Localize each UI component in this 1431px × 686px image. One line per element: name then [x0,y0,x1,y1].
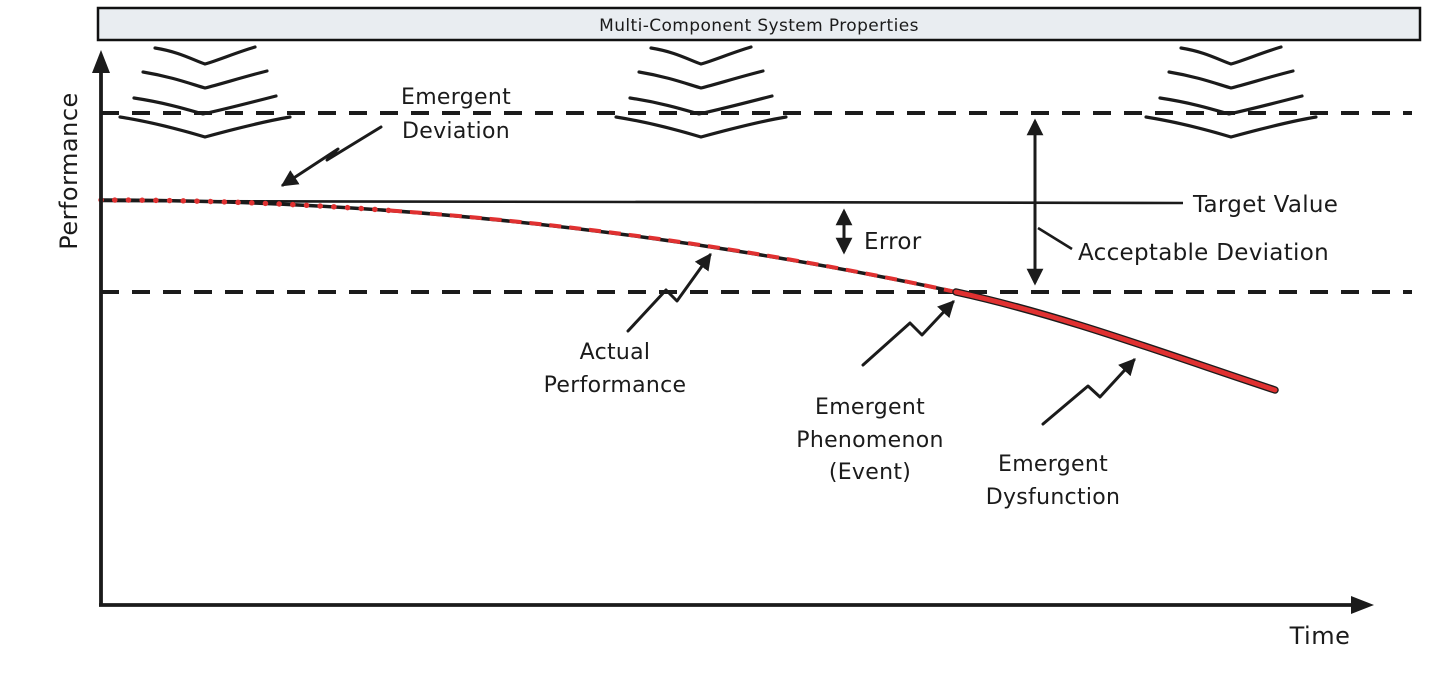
svg-text:Emergent: Emergent [401,85,511,110]
y-axis-label: Performance [55,92,83,250]
component-stack-icon [614,45,788,139]
acceptable-deviation-label: Acceptable Deviation [1078,240,1329,266]
diagram-title: Multi-Component System Properties [599,16,919,36]
x-axis-arrowhead-icon [1351,596,1374,614]
target-value-line [100,199,1184,205]
dysfunction-curve [953,289,1278,393]
y-axis-arrowhead-icon [92,50,110,73]
title-bar [96,6,1422,42]
component-stack-icon [1144,45,1318,139]
actual-performance-arrow [626,252,712,333]
x-axis-label: Time [1289,622,1351,650]
performance-dashed-overlay [389,208,957,294]
emergent-dysfunction-label: Emergent Dysfunction [986,452,1121,510]
svg-text:Performance: Performance [544,373,687,398]
target-value-label: Target Value [1192,192,1338,218]
acceptable-deviation-leader [1037,226,1073,251]
actual-performance-curve [100,198,957,294]
emergent-dysfunction-arrow [1041,358,1136,426]
svg-text:Phenomenon: Phenomenon [796,428,943,453]
emergent-phenomenon-label: Emergent Phenomenon (Event) [796,395,943,485]
svg-text:(Event): (Event) [829,460,911,485]
actual-performance-label: Actual Performance [544,340,687,398]
emergent-phenomenon-arrow [861,300,955,367]
emergent-deviation-label: Emergent Deviation [401,85,511,144]
svg-text:Emergent: Emergent [998,452,1108,477]
component-stack-icon [118,45,292,139]
emergent-deviation-arrow [280,125,383,187]
svg-text:Actual: Actual [580,340,651,365]
svg-text:Emergent: Emergent [815,395,925,420]
svg-text:Deviation: Deviation [402,119,510,144]
error-label: Error [864,229,922,255]
svg-text:Dysfunction: Dysfunction [986,485,1121,510]
